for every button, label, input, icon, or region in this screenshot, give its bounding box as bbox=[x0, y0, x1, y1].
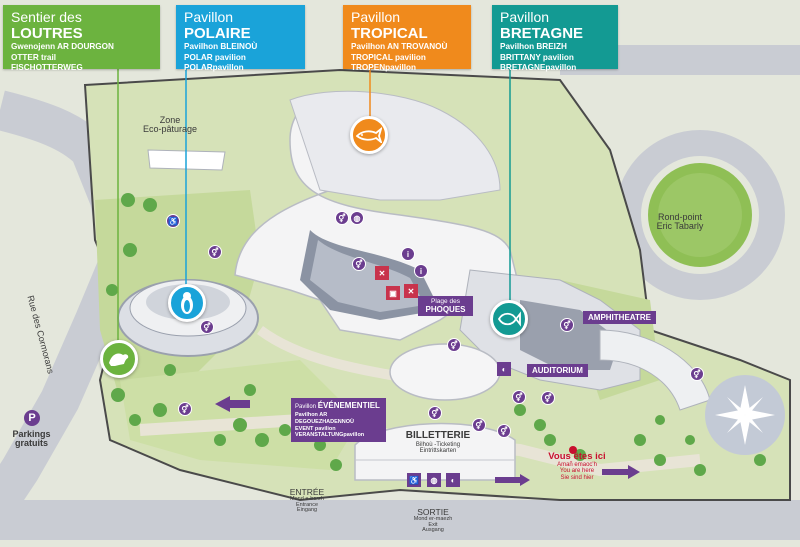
tabarly-text: Eric Tabarly bbox=[656, 221, 704, 232]
sortie-line: Exit bbox=[428, 521, 438, 528]
toilets-icon[interactable]: ⚥ bbox=[335, 211, 349, 225]
sortie-label: SORTIE Mond er-maezh Exit Ausgang bbox=[408, 508, 458, 534]
you-are-here-line: You are here bbox=[559, 468, 595, 475]
restaurant-icon[interactable]: ✕ bbox=[375, 266, 389, 280]
shark-icon bbox=[356, 127, 382, 143]
panel-polaire-line: POLARpavillon bbox=[184, 63, 244, 72]
phoques-tag[interactable]: Plage des PHOQUES bbox=[418, 296, 473, 316]
billetterie-label: BILLETTERIE Bilhoù -Ticketing Eintrittsk… bbox=[393, 430, 483, 454]
eco-paturage-text: Eco-pâturage bbox=[142, 124, 198, 135]
panel-bretagne: Pavillon BRETAGNE Pavilhon BREIZH BRITTA… bbox=[492, 5, 618, 72]
sortie-title: SORTIE bbox=[417, 507, 449, 517]
billetterie-line: Eintrittskarten bbox=[419, 447, 457, 454]
billetterie-title: BILLETTERIE bbox=[405, 430, 471, 441]
polar-pin[interactable] bbox=[168, 284, 206, 322]
sortie-line: Mond er-maezh bbox=[413, 515, 453, 522]
amphitheatre-tag[interactable]: AMPHITHEATRE bbox=[583, 311, 656, 324]
penguin-icon bbox=[181, 292, 193, 314]
toilets-icon[interactable]: ⚥ bbox=[541, 391, 555, 405]
entree-line: Entrance bbox=[295, 501, 318, 508]
otter-icon bbox=[109, 353, 129, 366]
panel-tropical: Pavillon TROPICAL Pavilhon AN TROVANOÙ T… bbox=[343, 5, 471, 72]
fish-icon bbox=[497, 311, 521, 327]
shop-icon[interactable]: ▣ bbox=[386, 286, 400, 300]
panel-polaire-line: Pavilhon BLEINOÙ bbox=[184, 42, 258, 51]
parking-label: Parkings gratuits bbox=[4, 429, 59, 449]
panel-loutres-title: Sentier des LOUTRES bbox=[11, 9, 83, 42]
panel-bretagne-line: Pavilhon BREIZH bbox=[500, 42, 567, 51]
toilets-icon[interactable]: ⚥ bbox=[428, 406, 442, 420]
hearing-icon[interactable]: ◐ bbox=[446, 473, 460, 487]
you-are-here-line: Amañ emaoc'h bbox=[557, 461, 597, 468]
panel-tropical-line: TROPENpavillon bbox=[351, 63, 417, 72]
parking-icon[interactable]: P bbox=[24, 410, 40, 426]
toilets-icon[interactable]: ♿ bbox=[166, 214, 180, 228]
panel-bretagne-title: Pavillon BRETAGNE bbox=[500, 9, 584, 42]
panel-bretagne-line: BRITTANY pavilion bbox=[500, 52, 574, 62]
toilets-icon[interactable]: ⚥ bbox=[472, 418, 486, 432]
you-are-here-label: Vous êtes ici Amañ emaoc'h You are here … bbox=[542, 452, 612, 481]
hearing-icon[interactable]: ◐ bbox=[497, 362, 511, 376]
toilets-icon[interactable]: ⚥ bbox=[560, 318, 574, 332]
info-icon[interactable]: i bbox=[414, 264, 428, 278]
entree-line: Eingang bbox=[296, 507, 318, 514]
accessibility-icon[interactable]: ♿ bbox=[407, 473, 421, 487]
panel-polaire: Pavillon POLAIRE Pavilhon BLEINOÙ POLAR … bbox=[176, 5, 305, 72]
otter-pin[interactable] bbox=[100, 340, 138, 378]
entree-line: Mond e-barzh bbox=[290, 495, 324, 502]
panel-polaire-title: Pavillon POLAIRE bbox=[184, 9, 251, 42]
panel-bretagne-line: BRETAGNEpavillon bbox=[500, 63, 577, 72]
event-line: Pavilhon AR DEGOUEZHADENNOÙ bbox=[295, 412, 354, 425]
panel-loutres-line: Gwenojenn AR DOURGON bbox=[11, 42, 114, 51]
restaurant-icon[interactable]: ✕ bbox=[404, 284, 418, 298]
rondpoint-label: Rond-point Eric Tabarly bbox=[640, 212, 720, 232]
toilets-icon[interactable]: ⚥ bbox=[200, 320, 214, 334]
sortie-line: Ausgang bbox=[422, 527, 444, 534]
toilets-icon[interactable]: ⚥ bbox=[512, 390, 526, 404]
stroller-icon[interactable]: ◍ bbox=[427, 473, 441, 487]
parkings-text: Parkings bbox=[12, 429, 51, 439]
bretagne-pin[interactable] bbox=[490, 300, 528, 338]
event-line: EVENT pavilion bbox=[295, 425, 336, 432]
panel-loutres-line: OTTER trail bbox=[11, 52, 57, 62]
toilets-icon[interactable]: ⚥ bbox=[208, 245, 222, 259]
stroller-icon[interactable]: ◍ bbox=[350, 211, 364, 225]
info-icon[interactable]: i bbox=[401, 247, 415, 261]
plage-text: Plage des bbox=[431, 298, 460, 305]
zone-text: Zone bbox=[159, 115, 181, 125]
panel-polaire-line: POLAR pavilion bbox=[184, 52, 246, 62]
toilets-icon[interactable]: ⚥ bbox=[690, 367, 704, 381]
you-are-here-line: Sie sind hier bbox=[560, 474, 594, 481]
panel-loutres: Sentier des LOUTRES Gwenojenn AR DOURGON… bbox=[3, 5, 160, 72]
phoques-text: PHOQUES bbox=[425, 305, 466, 314]
you-are-here-title: Vous êtes ici bbox=[548, 451, 606, 462]
zone-label: Zone Eco-pâturage bbox=[130, 115, 210, 135]
toilets-icon[interactable]: ⚥ bbox=[178, 402, 192, 416]
event-line: VERANSTALTUNGpavillon bbox=[295, 432, 365, 439]
rondpoint-text: Rond-point bbox=[657, 212, 703, 222]
entree-label: ENTRÉE Mond e-barzh Entrance Eingang bbox=[282, 488, 332, 514]
billetterie-line: Bilhoù -Ticketing bbox=[415, 441, 461, 448]
toilets-icon[interactable]: ⚥ bbox=[352, 257, 366, 271]
event-title: Pavillon ÉVÉNEMENTIEL bbox=[295, 401, 380, 410]
tropical-pin[interactable] bbox=[350, 116, 388, 154]
panel-loutres-line: FISCHOTTERWEG bbox=[11, 63, 83, 72]
toilets-icon[interactable]: ⚥ bbox=[497, 424, 511, 438]
panel-tropical-line: TROPICAL pavilion bbox=[351, 52, 426, 62]
entree-title: ENTRÉE bbox=[289, 487, 325, 497]
panel-tropical-line: Pavilhon AN TROVANOÙ bbox=[351, 42, 448, 51]
auditorium-tag[interactable]: AUDITORIUM bbox=[527, 364, 588, 377]
toilets-icon[interactable]: ⚥ bbox=[447, 338, 461, 352]
gratuits-text: gratuits bbox=[14, 438, 48, 449]
event-pavilion-tag[interactable]: Pavillon ÉVÉNEMENTIEL Pavilhon AR DEGOUE… bbox=[291, 398, 386, 443]
panel-tropical-title: Pavillon TROPICAL bbox=[351, 9, 428, 42]
